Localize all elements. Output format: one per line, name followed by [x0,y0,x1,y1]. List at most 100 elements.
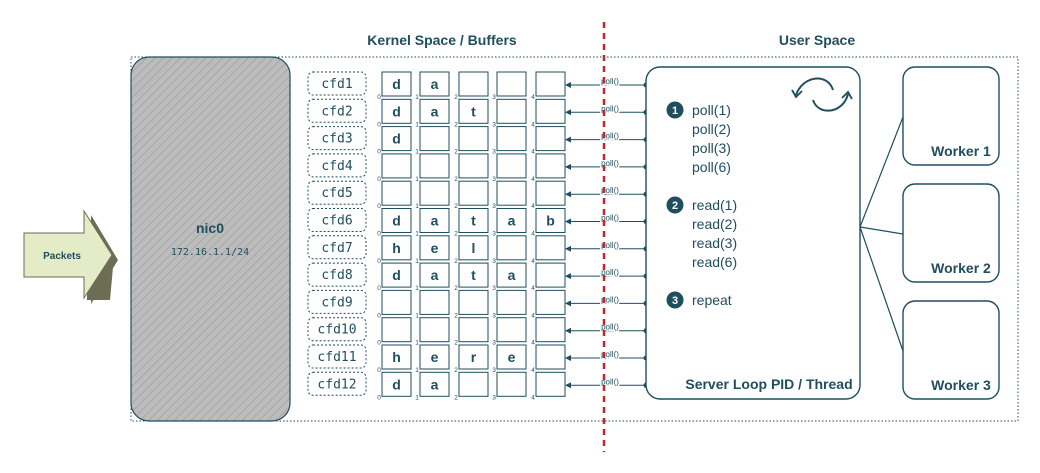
buffer-index: 1 [415,94,419,101]
buffer-char: h [392,349,401,365]
step-line: poll(1) [692,102,731,118]
worker-label: Worker 2 [931,260,991,276]
buffer-index: 2 [454,258,458,265]
buffer-cell [419,208,450,233]
buffer-index: 3 [492,285,496,292]
packets-label: Packets [43,251,81,262]
buffer-cell [458,208,489,233]
buffer-cell [381,180,412,206]
buffer-index: 4 [531,94,535,101]
buffer-index: 0 [377,203,381,210]
step-line: poll(2) [692,121,731,137]
step-number: 1 [672,105,678,117]
buffer-char: d [392,103,401,119]
fd-label: cfd2 [321,104,352,119]
buffer-index: 3 [492,231,496,238]
step-badge [666,291,684,309]
buffer-cell [496,153,527,179]
buffer-char: t [471,103,476,119]
fd-box [307,98,367,123]
buffer-index: 1 [415,176,419,183]
buffer-cell [458,371,489,397]
fd-label: cfd4 [321,159,352,174]
buffer-char: e [431,240,439,256]
buffer-index: 0 [377,258,381,265]
fd-box [307,262,367,287]
buffer-char: d [392,131,401,147]
buffer-index: 2 [454,231,458,238]
poll-arrows: poll()poll()poll()poll()poll()poll()poll… [565,76,649,389]
buffer-cell [419,317,450,343]
worker-box [902,183,1000,283]
buffer-cell [535,289,566,315]
buffer-cell [381,235,412,261]
worker-connector [859,226,904,352]
server-loop-title: Server Loop PID / Thread [685,376,852,392]
fd-box [307,126,367,151]
fd-box [307,235,367,260]
buffer-char: a [431,376,439,392]
buffer-index: 3 [492,340,496,347]
buffer-index: 4 [531,149,535,156]
buffer-cell [458,317,489,343]
buffer-cell [419,262,450,288]
buffer-char: d [392,76,401,92]
buffer-cell [535,126,566,152]
buffer-index: 3 [492,394,496,401]
buffer-cell [458,71,489,97]
nic-ip: 172.16.1.1/24 [171,247,249,258]
buffer-index: 1 [415,231,419,238]
buffer-index: 1 [415,340,419,347]
buffer-cell [458,126,489,152]
buffer-cell [458,262,489,288]
buffer-index: 2 [454,149,458,156]
buffer-index: 4 [531,121,535,128]
buffer-char: d [392,376,401,392]
buffer-cell [458,153,489,179]
buffer-cell [458,235,489,261]
fd-box [307,371,367,396]
fd-box [307,317,367,342]
buffer-index: 3 [492,203,496,210]
buffer-index: 1 [415,121,419,128]
buffer-index: 3 [492,367,496,374]
user-space-header: User Space [779,32,855,48]
server-loop-box [645,66,861,400]
buffer-index: 4 [531,258,535,265]
buffer-cell [535,98,566,124]
buffer-index: 1 [415,203,419,210]
buffer-cell [419,153,450,179]
fd-label: cfd12 [317,377,356,392]
buffer-char: r [471,349,477,365]
buffer-char: h [392,240,401,256]
buffer-cell [381,208,412,233]
fd-label: cfd5 [321,186,352,201]
buffer-cell [496,126,527,152]
buffer-index: 1 [415,258,419,265]
buffer-cell [458,180,489,206]
buffer-index: 2 [454,367,458,374]
buffer-cell [496,98,527,124]
worker-label: Worker 1 [931,143,991,159]
buffer-index: 4 [531,367,535,374]
buffer-index: 0 [377,231,381,238]
buffer-index: 4 [531,312,535,319]
buffer-cell [496,344,527,370]
buffer-cell [381,344,412,370]
fd-label: cfd3 [321,132,352,147]
step-line: repeat [692,292,732,308]
buffer-cell [496,71,527,97]
buffer-index: 2 [454,176,458,183]
buffer-index: 4 [531,394,535,401]
buffer-cell [535,153,566,179]
buffer-index: 1 [415,394,419,401]
buffer-char: a [431,76,439,92]
buffer-index: 0 [377,285,381,292]
fd-box [307,208,367,232]
buffer-cell [419,344,450,370]
buffer-cell [419,289,450,315]
cycle-icon [791,77,853,112]
buffer-cell [381,289,412,315]
buffer-cell [496,289,527,315]
